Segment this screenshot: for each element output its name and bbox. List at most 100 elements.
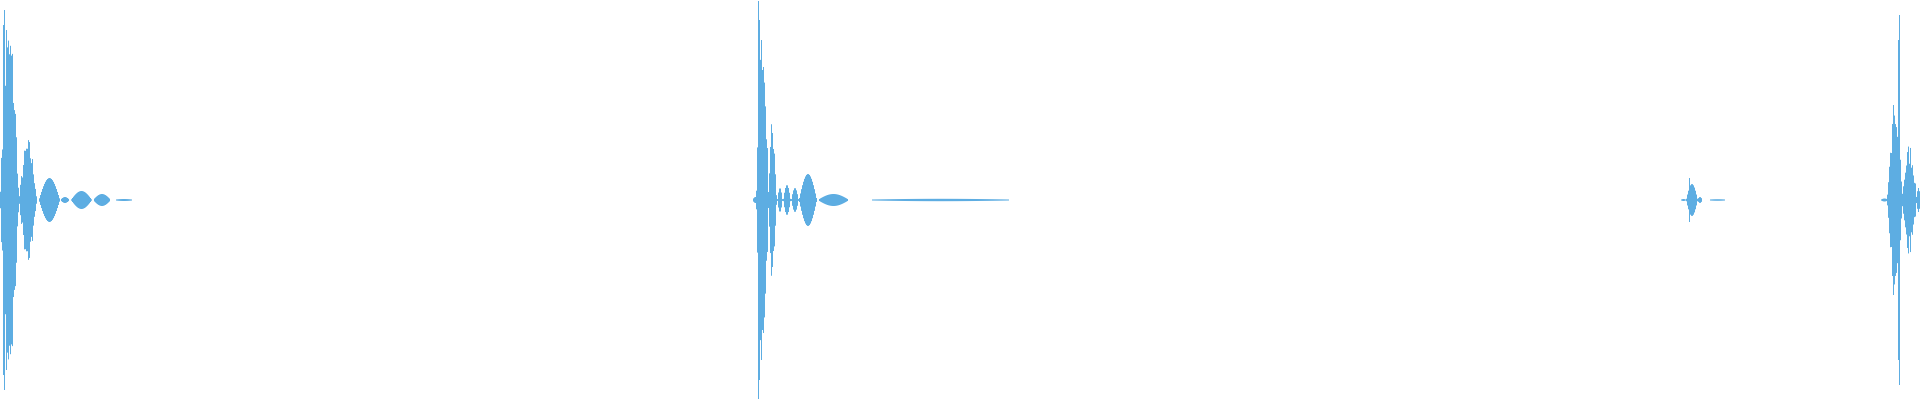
waveform-sample [981, 199, 982, 201]
waveform-sample [905, 198, 906, 202]
waveform-sample [15, 113, 16, 287]
waveform-sample [756, 190, 757, 210]
waveform-sample [836, 194, 837, 206]
waveform-sample [1889, 166, 1890, 234]
waveform-sample [1723, 199, 1724, 201]
waveform-sample [65, 197, 66, 203]
waveform-sample [893, 199, 894, 201]
waveform-sample [976, 199, 977, 201]
waveform-sample [799, 197, 800, 203]
waveform-sample [807, 174, 808, 226]
waveform-sample [1892, 123, 1893, 277]
waveform-sample [823, 196, 824, 204]
waveform-sample [1888, 182, 1889, 218]
waveform-sample [917, 198, 918, 202]
waveform-sample [61, 198, 62, 202]
waveform-sample [872, 199, 873, 201]
waveform-sample [972, 198, 973, 202]
waveform-sample [1891, 153, 1892, 247]
waveform-sample [1900, 159, 1901, 241]
waveform-sample [874, 199, 875, 201]
waveform-sample [970, 198, 971, 202]
waveform-sample [986, 199, 987, 201]
waveform-sample [766, 139, 767, 261]
waveform-sample [1690, 185, 1691, 215]
waveform-sample [908, 198, 909, 202]
waveform-sample [763, 66, 764, 334]
waveform-sample [107, 196, 108, 204]
waveform-sample [58, 195, 59, 205]
waveform-sample [10, 45, 11, 355]
waveform-sample [1684, 199, 1685, 201]
waveform-sample [810, 176, 811, 224]
waveform-sample [130, 199, 131, 201]
waveform-sample [1692, 184, 1693, 216]
waveform-sample [925, 198, 926, 202]
waveform-sample [13, 102, 14, 298]
waveform-sample [35, 188, 36, 212]
waveform-sample [1714, 199, 1715, 201]
waveform-sample [12, 53, 13, 347]
waveform-sample [97, 195, 98, 205]
waveform-sample [1897, 136, 1898, 264]
waveform-sample [985, 199, 986, 201]
waveform-sample [962, 198, 963, 202]
waveform-sample [947, 198, 948, 202]
waveform-sample [1698, 198, 1699, 202]
waveform-sample [776, 195, 777, 205]
waveform-sample [103, 194, 104, 206]
waveform-sample [120, 199, 121, 201]
waveform-sample [938, 198, 939, 202]
waveform-sample [835, 194, 836, 206]
waveform-sample [914, 198, 915, 202]
waveform-sample [28, 140, 29, 260]
waveform-sample [1724, 199, 1725, 201]
waveform-sample [944, 198, 945, 202]
waveform-sample [878, 199, 879, 201]
waveform-sample [108, 197, 109, 203]
waveform-sample [892, 199, 893, 201]
waveform-sample [945, 198, 946, 202]
waveform-sample [779, 188, 780, 212]
waveform-sample [75, 194, 76, 206]
waveform-sample [33, 174, 34, 226]
waveform-sample [1901, 181, 1902, 219]
waveform-sample [999, 199, 1000, 201]
waveform-sample [16, 137, 17, 263]
waveform-sample [943, 198, 944, 202]
waveform-sample [895, 199, 896, 201]
waveform-sample [809, 174, 810, 226]
waveform-sample [1683, 199, 1684, 201]
waveform-sample [42, 188, 43, 212]
waveform-sample [846, 198, 847, 202]
waveform-sample [1887, 194, 1888, 206]
waveform-sample [987, 199, 988, 201]
waveform-sample [796, 190, 797, 210]
waveform-sample [127, 199, 128, 201]
waveform-sample [924, 198, 925, 202]
waveform-sample [30, 158, 31, 242]
waveform-sample [997, 199, 998, 201]
waveform-sample [86, 193, 87, 207]
waveform-sample [875, 199, 876, 201]
waveform-sample [1716, 199, 1717, 201]
waveform-sample [935, 198, 936, 202]
waveform-sample [829, 194, 830, 206]
waveform-sample [1908, 146, 1909, 254]
waveform-sample [827, 195, 828, 205]
waveform-sample [1885, 198, 1886, 202]
waveform-sample [888, 199, 889, 201]
waveform-sample [118, 199, 119, 201]
waveform-sample [109, 198, 110, 202]
waveform-sample [104, 194, 105, 206]
waveform-sample [91, 199, 92, 201]
waveform-sample [959, 198, 960, 202]
waveform-sample [1882, 198, 1883, 202]
waveform-sample [8, 40, 9, 360]
waveform-sample [77, 192, 78, 208]
waveform-sample [937, 198, 938, 202]
waveform-sample [933, 198, 934, 202]
waveform-sample [87, 194, 88, 206]
waveform-sample [39, 198, 40, 202]
